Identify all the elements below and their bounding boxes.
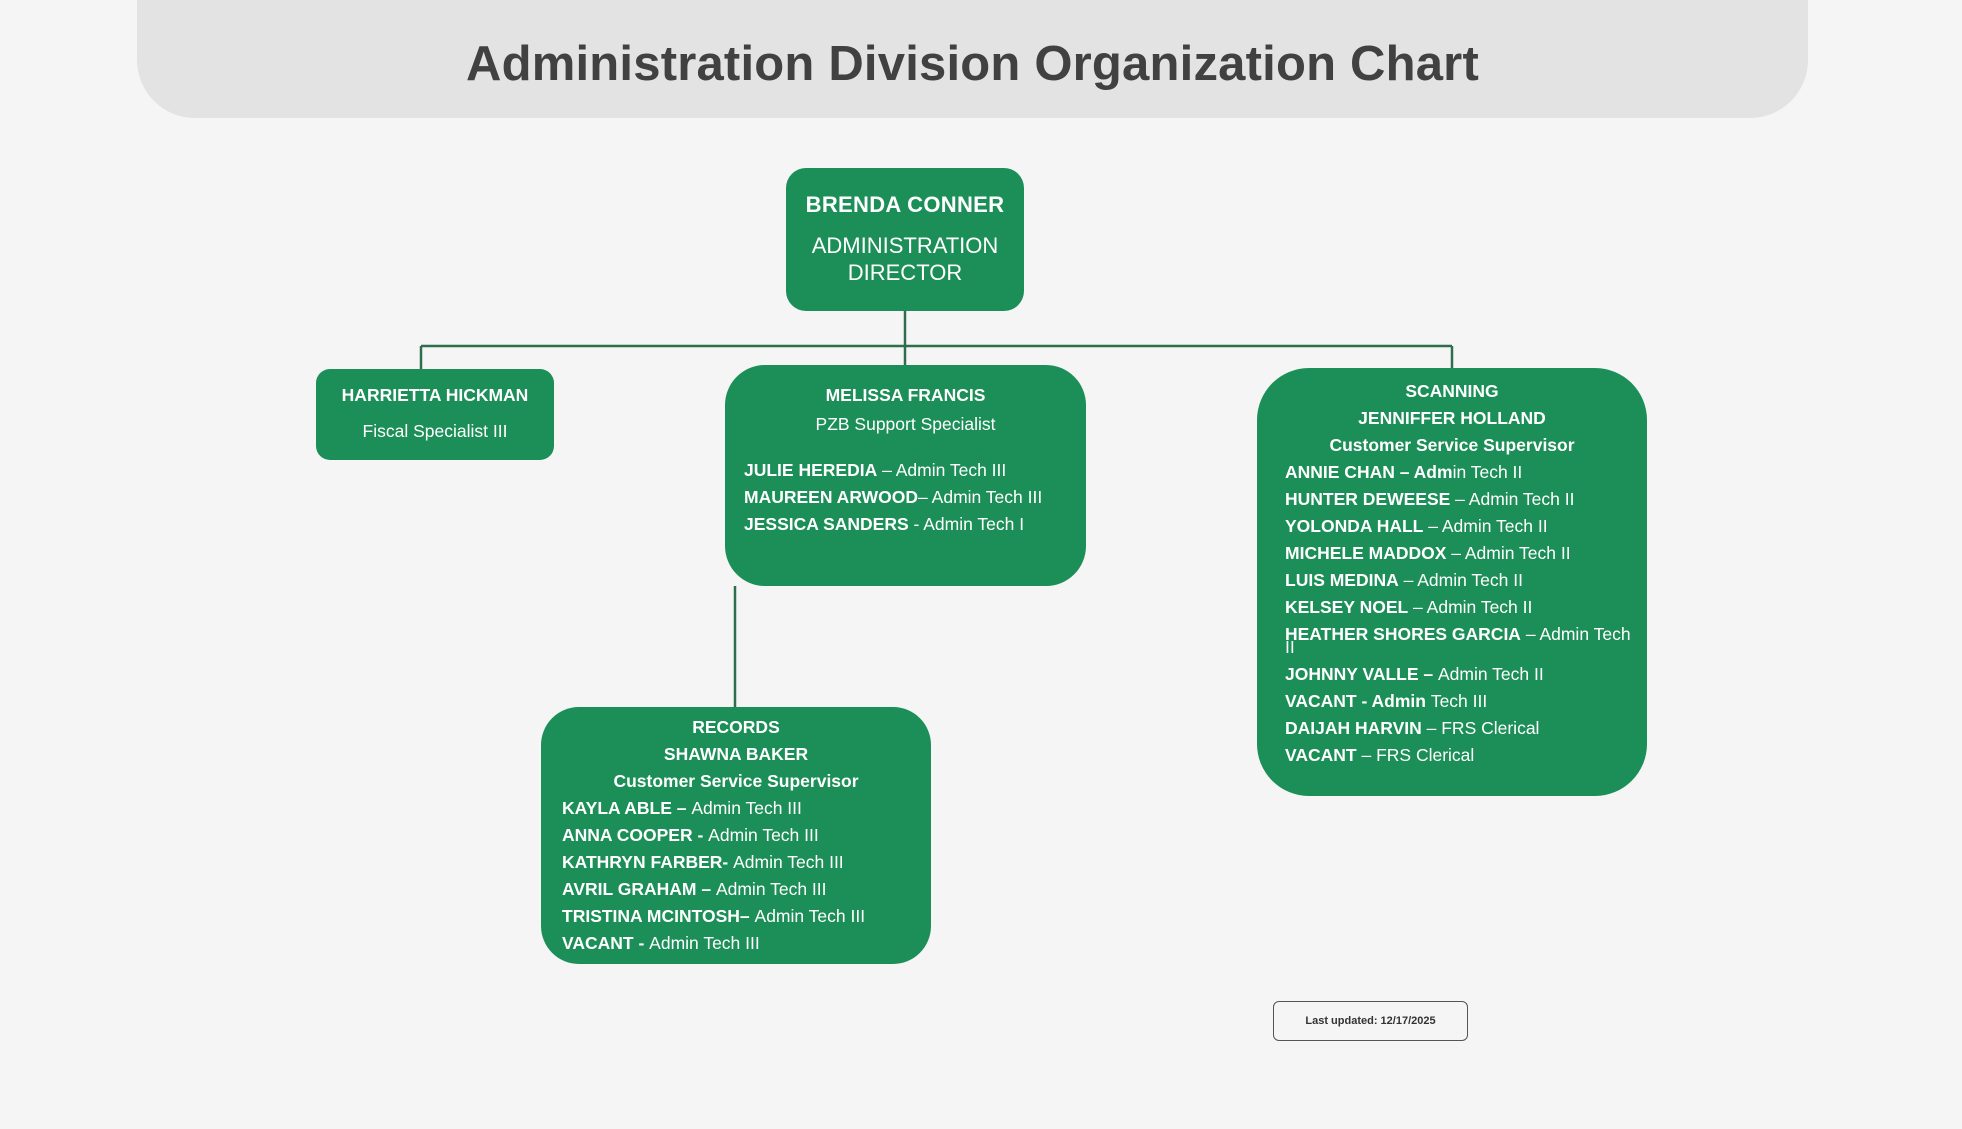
staff-name: MICHELE MADDOX bbox=[1285, 543, 1447, 563]
staff-name: TRISTINA MCINTOSH– bbox=[562, 906, 755, 926]
staff-role: Admin Tech III bbox=[691, 798, 802, 818]
scanning-staff-list: ANNIE CHAN – Admin Tech II HUNTER DEWEES… bbox=[1257, 459, 1647, 769]
staff-name: YOLONDA HALL bbox=[1285, 516, 1424, 536]
staff-row: HUNTER DEWEESE – Admin Tech II bbox=[1285, 486, 1647, 513]
staff-row: AVRIL GRAHAM – Admin Tech III bbox=[562, 876, 931, 903]
director-name: BRENDA CONNER bbox=[805, 192, 1005, 217]
staff-role: – FRS Clerical bbox=[1356, 745, 1475, 765]
staff-row: MICHELE MADDOX – Admin Tech II bbox=[1285, 540, 1647, 567]
staff-name: MAUREEN ARWOOD bbox=[744, 487, 919, 507]
staff-row: TRISTINA MCINTOSH– Admin Tech III bbox=[562, 903, 931, 930]
staff-row: KATHRYN FARBER- Admin Tech III bbox=[562, 849, 931, 876]
scanning-supervisor-name: JENNIFFER HOLLAND bbox=[1358, 408, 1546, 428]
pzb-support-box: MELISSA FRANCIS PZB Support Specialist J… bbox=[725, 365, 1086, 586]
staff-name: JESSICA SANDERS bbox=[744, 514, 909, 534]
records-staff-list: KAYLA ABLE – Admin Tech III ANNA COOPER … bbox=[541, 795, 931, 957]
last-updated-label: Last updated: 12/17/2025 bbox=[1273, 1001, 1468, 1041]
staff-row: HEATHER SHORES GARCIA – Admin Tech II bbox=[1285, 621, 1640, 661]
staff-name: JULIE HEREDIA bbox=[744, 460, 878, 480]
records-supervisor-title: Customer Service Supervisor bbox=[613, 771, 859, 791]
pzb-support-name: MELISSA FRANCIS bbox=[825, 385, 986, 405]
staff-name: DAIJAH HARVIN bbox=[1285, 718, 1422, 738]
staff-name: ANNA COOPER - bbox=[562, 825, 709, 845]
staff-row: JOHNNY VALLE – Admin Tech II bbox=[1285, 661, 1647, 688]
staff-name: AVRIL GRAHAM – bbox=[562, 879, 716, 899]
scanning-box: SCANNING JENNIFFER HOLLAND Customer Serv… bbox=[1257, 368, 1647, 796]
staff-name: VACANT bbox=[1285, 745, 1357, 765]
staff-name: KAYLA ABLE – bbox=[562, 798, 692, 818]
staff-row: KAYLA ABLE – Admin Tech III bbox=[562, 795, 931, 822]
staff-role: – Admin Tech II bbox=[1450, 489, 1575, 509]
staff-row: DAIJAH HARVIN – FRS Clerical bbox=[1285, 715, 1647, 742]
staff-role: – Admin Tech II bbox=[1398, 570, 1523, 590]
staff-role: Admin Tech III bbox=[708, 825, 819, 845]
staff-role: Admin Tech II bbox=[1438, 664, 1544, 684]
pzb-support-title: PZB Support Specialist bbox=[815, 414, 996, 434]
staff-role: Admin Tech III bbox=[715, 879, 827, 899]
staff-role: Tech III bbox=[1430, 691, 1488, 711]
staff-row: LUIS MEDINA – Admin Tech II bbox=[1285, 567, 1647, 594]
records-section-title: RECORDS bbox=[692, 717, 780, 737]
staff-name: KATHRYN FARBER- bbox=[562, 852, 734, 872]
staff-name: HUNTER DEWEESE bbox=[1285, 489, 1451, 509]
staff-row: MAUREEN ARWOOD– Admin Tech III bbox=[744, 484, 1086, 511]
staff-role: Admin Tech III bbox=[733, 852, 844, 872]
fiscal-specialist-box: HARRIETTA HICKMAN Fiscal Specialist III bbox=[316, 369, 554, 460]
staff-row: JULIE HEREDIA – Admin Tech III bbox=[744, 457, 1086, 484]
staff-name: KELSEY NOEL bbox=[1285, 597, 1409, 617]
staff-row: KELSEY NOEL – Admin Tech II bbox=[1285, 594, 1647, 621]
staff-role: Admin Tech III bbox=[649, 933, 760, 953]
staff-role: – Admin Tech II bbox=[1285, 624, 1631, 657]
staff-role: Admin Tech III bbox=[754, 906, 866, 926]
staff-row: YOLONDA HALL – Admin Tech II bbox=[1285, 513, 1647, 540]
staff-role: in Tech II bbox=[1452, 462, 1523, 482]
staff-role: – FRS Clerical bbox=[1421, 718, 1540, 738]
staff-role: - Admin Tech I bbox=[908, 514, 1025, 534]
director-title-line1: ADMINISTRATION bbox=[811, 233, 999, 258]
staff-row: ANNA COOPER - Admin Tech III bbox=[562, 822, 931, 849]
staff-row: ANNIE CHAN – Admin Tech II bbox=[1285, 459, 1647, 486]
staff-name: JOHNNY VALLE – bbox=[1285, 664, 1438, 684]
director-title-line2: DIRECTOR bbox=[847, 260, 963, 285]
pzb-staff-list: JULIE HEREDIA – Admin Tech III MAUREEN A… bbox=[725, 457, 1086, 538]
fiscal-specialist-title: Fiscal Specialist III bbox=[362, 421, 508, 441]
staff-row: VACANT - Admin Tech III bbox=[562, 930, 931, 957]
staff-name: VACANT - Admin bbox=[1285, 691, 1431, 711]
director-title: ADMINISTRATION DIRECTOR bbox=[786, 232, 1024, 286]
records-supervisor-name: SHAWNA BAKER bbox=[663, 744, 809, 764]
staff-name: ANNIE CHAN – Adm bbox=[1285, 462, 1453, 482]
records-box: RECORDS SHAWNA BAKER Customer Service Su… bbox=[541, 707, 931, 964]
staff-name: VACANT - bbox=[562, 933, 650, 953]
staff-name: LUIS MEDINA bbox=[1285, 570, 1399, 590]
fiscal-specialist-name: HARRIETTA HICKMAN bbox=[341, 385, 529, 405]
scanning-supervisor-title: Customer Service Supervisor bbox=[1329, 435, 1575, 455]
staff-name: HEATHER SHORES GARCIA bbox=[1285, 624, 1521, 644]
director-box: BRENDA CONNER ADMINISTRATION DIRECTOR bbox=[786, 168, 1024, 311]
staff-role: – Admin Tech III bbox=[877, 460, 1007, 480]
staff-row: VACANT - Admin Tech III bbox=[1285, 688, 1647, 715]
staff-role: – Admin Tech II bbox=[1408, 597, 1533, 617]
header-banner: Administration Division Organization Cha… bbox=[137, 0, 1808, 118]
staff-role: – Admin Tech II bbox=[1446, 543, 1571, 563]
staff-role: – Admin Tech II bbox=[1423, 516, 1548, 536]
staff-row: VACANT – FRS Clerical bbox=[1285, 742, 1647, 769]
staff-row: JESSICA SANDERS - Admin Tech I bbox=[744, 511, 1086, 538]
staff-role: – Admin Tech III bbox=[918, 487, 1043, 507]
scanning-section-title: SCANNING bbox=[1405, 381, 1499, 401]
page-title: Administration Division Organization Cha… bbox=[466, 37, 1479, 91]
